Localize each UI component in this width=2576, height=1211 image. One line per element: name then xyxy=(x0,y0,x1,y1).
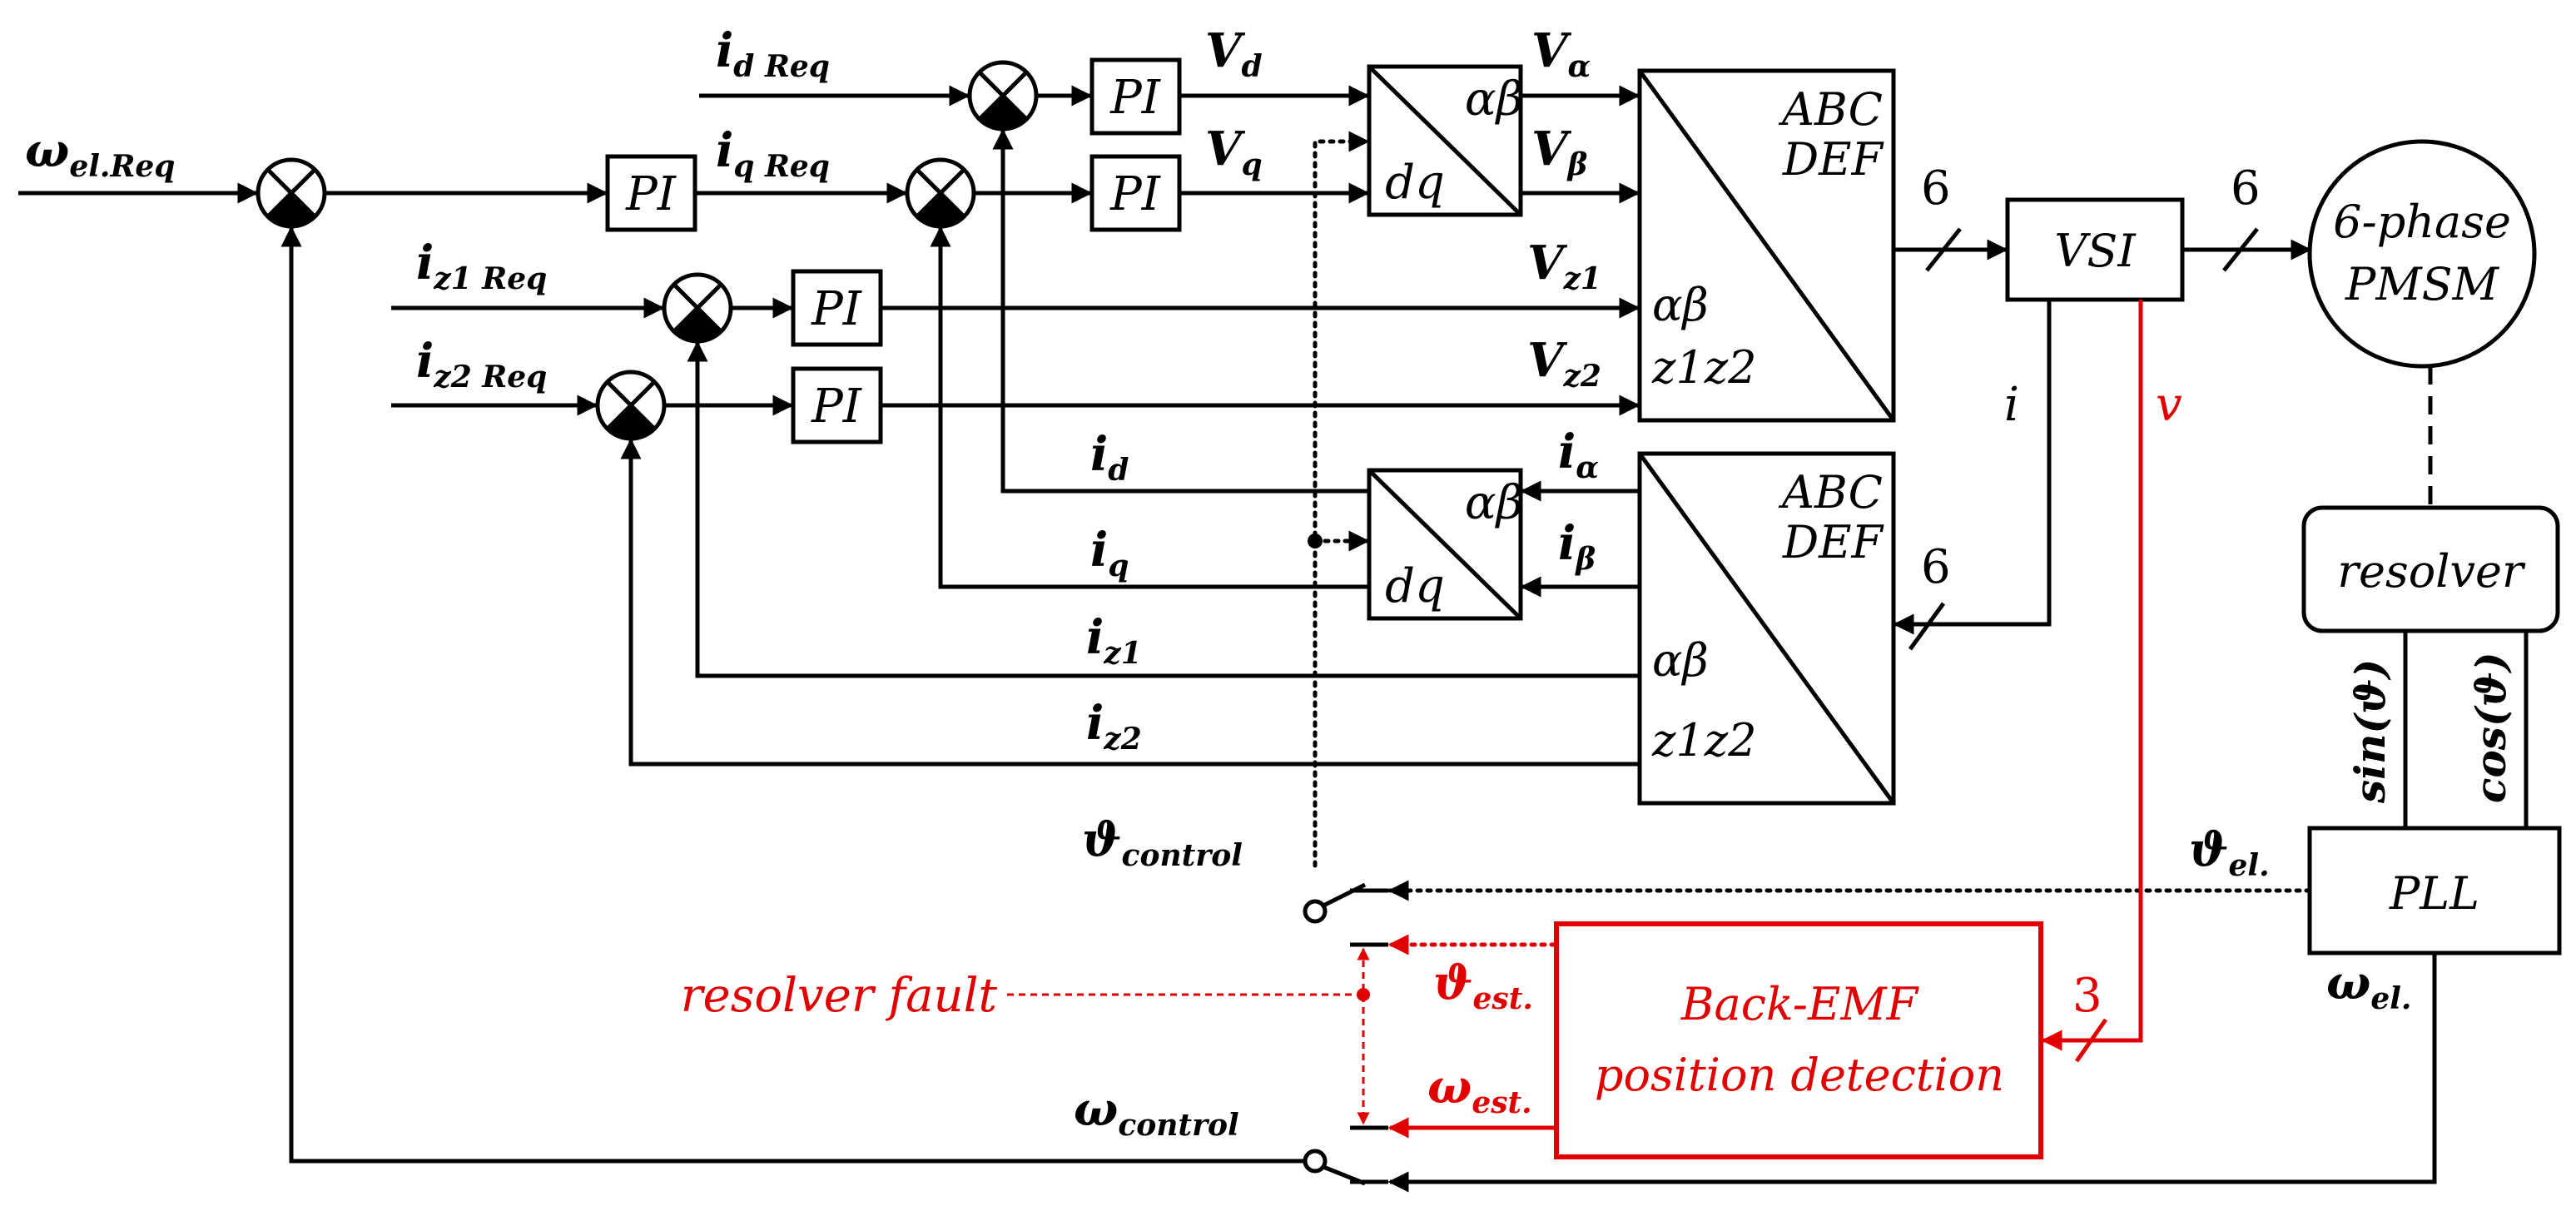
omega-control-wire xyxy=(280,226,1305,1164)
iz1-req-label: iz1 Req xyxy=(416,236,547,296)
omega-el-req-label: ωel.Req xyxy=(25,123,175,184)
vq-label: Vq xyxy=(1205,122,1263,182)
svg-text:DEF: DEF xyxy=(1782,133,1885,186)
motor-pmsm: 6-phase PMSM xyxy=(2307,139,2537,369)
vbeta-label: Vβ xyxy=(1531,122,1587,182)
svg-text:PI: PI xyxy=(811,282,863,336)
svg-text:position detection: position detection xyxy=(1595,1049,2004,1101)
omega-control-label: ωcontrol xyxy=(1074,1082,1239,1143)
svg-text:VSI: VSI xyxy=(2054,225,2137,277)
vz2-label: Vz2 xyxy=(1527,333,1601,394)
ialpha-label: iα xyxy=(1558,424,1599,485)
vz1-label: Vz1 xyxy=(1527,236,1601,296)
motor-bus-slash xyxy=(2222,227,2259,272)
theta-est-label: ϑest. xyxy=(1433,955,1533,1016)
pll-block: PLL xyxy=(2307,826,2562,955)
vsi-input-bus-slash xyxy=(1925,227,1962,272)
pi-z2-controller: PI xyxy=(791,366,883,444)
ibeta-label: iβ xyxy=(1558,516,1596,577)
svg-text:PI: PI xyxy=(625,167,678,221)
backemf-block: Back-EMF position detection xyxy=(1554,921,2043,1159)
svg-text:ABC: ABC xyxy=(1778,466,1883,519)
omega-switch-pivot xyxy=(1303,1149,1328,1174)
svg-text:PI: PI xyxy=(811,380,863,434)
svg-text:resolver: resolver xyxy=(2337,545,2526,598)
voltage-bus-slash xyxy=(2074,1018,2108,1063)
theta-el-label: ϑel. xyxy=(2189,822,2270,883)
svg-text:αβ: αβ xyxy=(1465,476,1523,530)
pi-q-controller: PI xyxy=(1089,154,1182,232)
fault-junction-dot xyxy=(1357,988,1370,1001)
svg-text:Back-EMF: Back-EMF xyxy=(1680,978,1920,1030)
svg-text:PI: PI xyxy=(1109,167,1162,221)
sum-junction-iq xyxy=(905,157,976,229)
svg-text:DEF: DEF xyxy=(1782,516,1885,568)
iq-feedback-label: iq xyxy=(1090,523,1129,583)
inverse-vsd-transform-block: ABC DEF αβ z1z2 xyxy=(1637,68,1896,423)
iz2-feedback-label: iz2 xyxy=(1086,696,1142,757)
theta-control-label: ϑcontrol xyxy=(1082,812,1243,873)
valpha-label: Vα xyxy=(1531,23,1591,84)
voltage-measure-wire xyxy=(2041,300,2143,1051)
sum-junction-id xyxy=(967,60,1039,132)
id-feedback-label: id xyxy=(1090,427,1129,488)
sum-junction-iz1 xyxy=(662,272,733,344)
sum-junction-iz2 xyxy=(595,370,667,441)
voltage-v-label: v xyxy=(2156,378,2182,432)
svg-text:PMSM: PMSM xyxy=(2345,258,2500,310)
omega-el-label: ωel. xyxy=(2326,955,2411,1016)
current-i-label: i xyxy=(2004,378,2019,432)
svg-text:z1z2: z1z2 xyxy=(1651,341,1757,394)
svg-text:αβ: αβ xyxy=(1652,634,1709,687)
current-measure-wire xyxy=(1893,300,2052,635)
omega-el-wire xyxy=(1387,953,2437,1193)
theta-switch-blade xyxy=(1322,882,1367,908)
svg-text:dq: dq xyxy=(1385,156,1445,210)
voltage-bus-count: 3 xyxy=(2072,969,2102,1023)
theta-control-dotted-wire xyxy=(1313,131,1370,868)
feedback-bus-count: 6 xyxy=(1921,540,1951,594)
svg-text:αβ: αβ xyxy=(1465,72,1523,127)
sin-label: sin(ϑ) xyxy=(2345,659,2395,804)
svg-text:PLL: PLL xyxy=(2389,867,2479,920)
motor-bus-count: 6 xyxy=(2231,161,2261,216)
resolver-block: resolver xyxy=(2301,505,2560,633)
sum-junction-speed xyxy=(256,157,327,229)
feedback-wires xyxy=(620,128,1638,767)
vsd-transform-block: ABC DEF αβ z1z2 xyxy=(1637,451,1896,806)
svg-text:αβ: αβ xyxy=(1652,279,1709,331)
iz1-feedback-label: iz1 xyxy=(1086,610,1142,671)
pi-speed-controller: PI xyxy=(605,154,697,232)
alphabeta-to-dq-block: αβ dq xyxy=(1367,468,1523,621)
reference-wires xyxy=(18,85,1640,416)
pi-z1-controller: PI xyxy=(791,269,883,347)
theta-switch-pivot xyxy=(1303,899,1328,924)
feedback-bus-slash xyxy=(1908,602,1946,651)
resolver-fault-label: resolver fault xyxy=(681,969,998,1023)
dq-to-alphabeta-block: αβ dq xyxy=(1367,64,1523,217)
iq-req-label: iq Req xyxy=(716,123,830,184)
cos-label: cos(ϑ) xyxy=(2466,652,2515,803)
svg-text:dq: dq xyxy=(1385,559,1445,613)
id-req-label: id Req xyxy=(716,23,830,84)
svg-text:PI: PI xyxy=(1109,71,1162,125)
vsi-block: VSI xyxy=(2005,197,2185,302)
svg-text:ABC: ABC xyxy=(1778,83,1883,136)
vsi-input-bus-count: 6 xyxy=(1921,161,1951,216)
vd-label: Vd xyxy=(1205,23,1263,84)
pi-d-controller: PI xyxy=(1089,57,1182,136)
svg-text:6-phase: 6-phase xyxy=(2333,196,2511,248)
svg-text:z1z2: z1z2 xyxy=(1651,714,1757,767)
theta-junction-dot xyxy=(1308,534,1323,548)
omega-est-label: ωest. xyxy=(1427,1060,1532,1120)
iz2-req-label: iz2 Req xyxy=(416,334,547,395)
